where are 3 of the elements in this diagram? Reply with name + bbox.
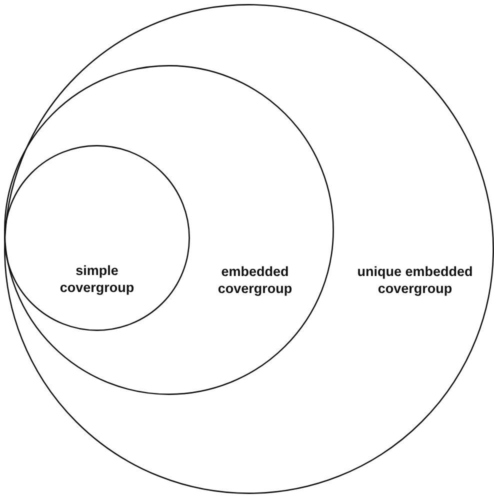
set-label: embedded covergroup [216,263,294,297]
set-label: unique embedded covergroup [356,263,474,297]
set-label: simple covergroup [58,262,136,296]
